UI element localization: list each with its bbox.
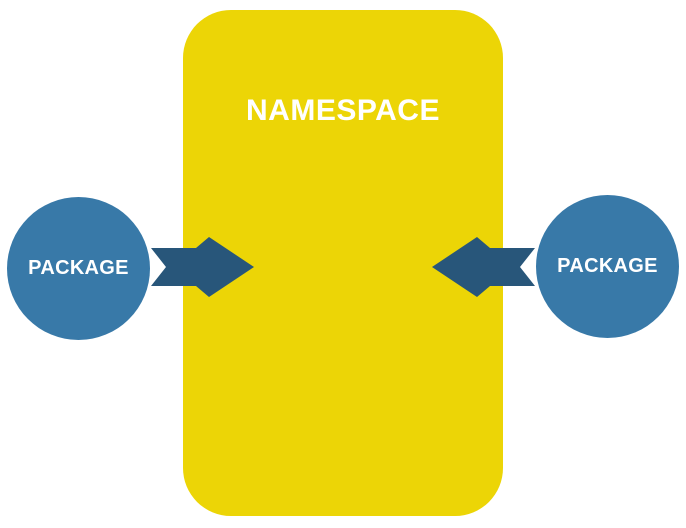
package-right-shape: PACKAGE xyxy=(536,195,679,338)
namespace-label: NAMESPACE xyxy=(246,94,440,127)
package-left-label: PACKAGE xyxy=(28,257,129,279)
package-right-label: PACKAGE xyxy=(557,255,658,277)
package-left-shape: PACKAGE xyxy=(7,197,150,340)
left-arrow-icon xyxy=(432,237,535,297)
right-arrow-icon xyxy=(151,237,254,297)
